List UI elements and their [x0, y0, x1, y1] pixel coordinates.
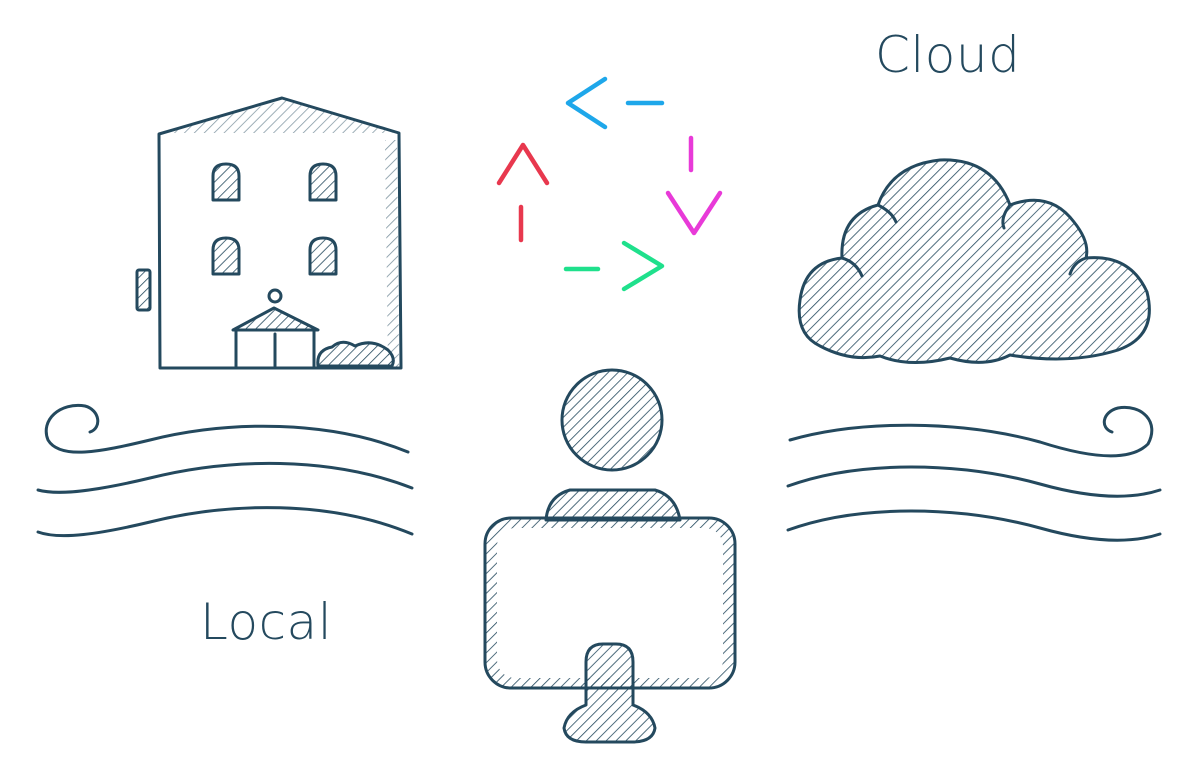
arrow-right-green — [563, 240, 665, 292]
building-entrance — [231, 288, 320, 368]
wind-lines-left-icon — [36, 403, 414, 538]
cloud-icon — [797, 158, 1151, 365]
user-at-computer-icon — [483, 368, 737, 744]
building-icon — [135, 96, 403, 370]
bush-icon — [316, 340, 395, 368]
arrow-left-blue — [565, 76, 665, 130]
arrow-down-magenta — [665, 135, 723, 236]
cloud-label: Cloud — [875, 26, 1021, 84]
local-label: Local — [200, 593, 333, 651]
person-head — [560, 368, 664, 472]
wind-lines-right-icon — [786, 405, 1162, 542]
arrow-up-red — [496, 142, 550, 243]
sync-arrows-icon — [496, 76, 723, 292]
monitor-stand — [562, 642, 657, 744]
building-windows — [211, 162, 338, 276]
